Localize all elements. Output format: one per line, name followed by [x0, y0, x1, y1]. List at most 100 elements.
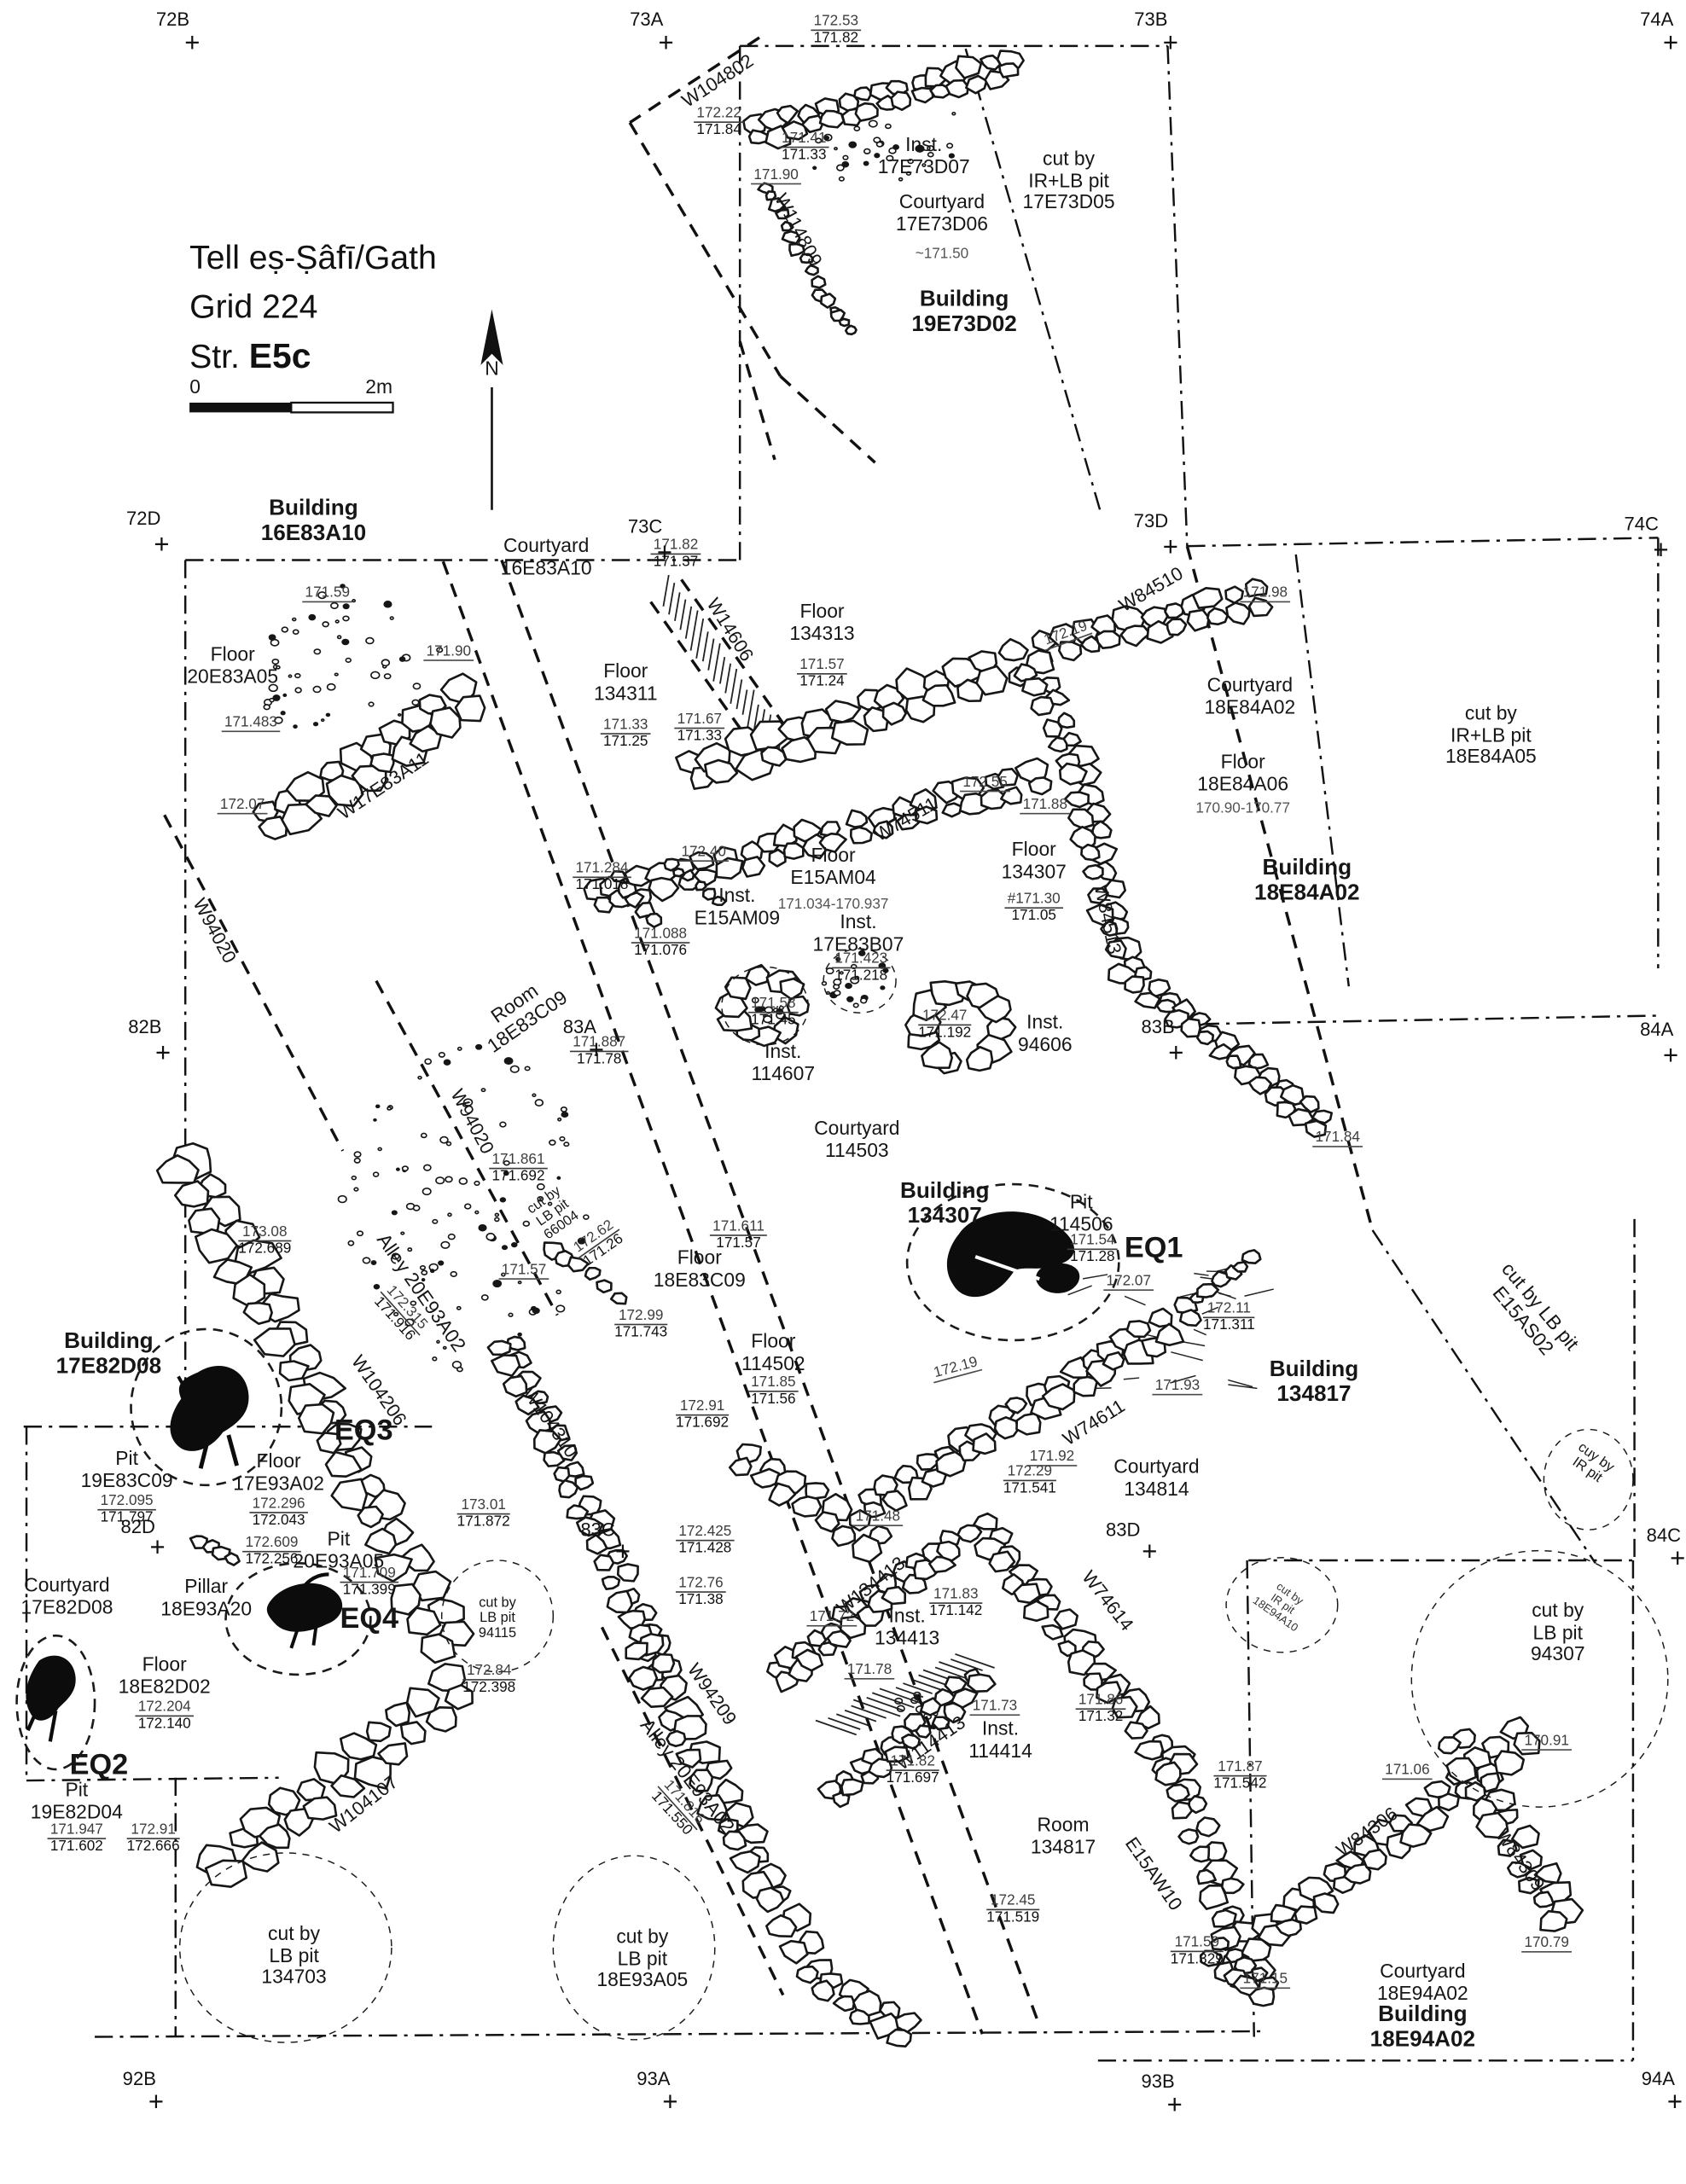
stratum-prefix: Str. [189, 338, 249, 376]
grid-title: Grid 224 [189, 288, 318, 327]
title-block: Tell eṣ-Ṣâfī/Gath Grid 224 Str. E5c [189, 240, 437, 378]
grid-cross-72b: + [184, 29, 201, 59]
plan-label-0: 0 [189, 375, 201, 398]
grid-corner-label-74a: 74A [1640, 9, 1674, 31]
plan-label-pit-19e82d04: Pit 19E82D04 [30, 1778, 123, 1823]
plan-label-171-90: 171.90 [751, 166, 802, 185]
plan-label-room-18e83c09: Room 18E83C09 [482, 979, 572, 1057]
grid-corner-label-84a: 84A [1640, 1019, 1674, 1041]
plan-label-w74614: W74614 [1078, 1566, 1138, 1635]
plan-label-pit-20e93a05: Pit 20E93A05 [293, 1527, 385, 1572]
plan-label-171-15: 171.15 [1240, 1971, 1291, 1989]
grid-corner-label-93a: 93A [637, 2068, 671, 2089]
grid-cross-73a: + [658, 29, 674, 59]
plan-label-172-19: 172.19 [929, 1352, 983, 1384]
plan-label-building-18e94a02: Building 18E94A02 [1369, 2002, 1476, 2053]
plan-label-cut-by-ir-lb-pit-17e73d05: cut by IR+LB pit 17E73D05 [1022, 147, 1115, 213]
plan-label-floor-18e83c09: Floor 18E83C09 [653, 1246, 746, 1291]
grid-corner-label-82b: 82B [128, 1016, 162, 1037]
plan-label-floor-134313: Floor 134313 [789, 599, 855, 644]
plan-label-172-40: 172.40 [678, 844, 730, 863]
plan-label-171-57: 171.57 [498, 1262, 549, 1281]
plan-label-cut-by-lb-pit-66004: cut by LB pit 66004 [524, 1183, 583, 1244]
grid-corner-label-83a: 83A [562, 1016, 596, 1037]
plan-label-courtyard-134814: Courtyard 134814 [1113, 1455, 1200, 1500]
plan-label-w84306: W84306 [1332, 1803, 1402, 1862]
plan-label-courtyard-17e82d08: Courtyard 17E82D08 [20, 1573, 113, 1618]
plan-label-n: N [485, 357, 499, 380]
plan-label-building-134817: Building 134817 [1269, 1357, 1359, 1408]
grid-cross-92b: + [148, 2088, 164, 2118]
plan-label-171-483: 171.483 [221, 714, 281, 733]
site-title: Tell eṣ-Ṣâfī/Gath [189, 239, 437, 277]
plan-label-171-90: 171.90 [423, 643, 474, 661]
plan-label-170-79: 170.79 [1521, 1934, 1573, 1953]
plan-label-inst-134413: Inst. 134413 [874, 1604, 940, 1648]
grid-corner-label-94a: 94A [1641, 2068, 1675, 2089]
plan-label-courtyard-18e84a02: Courtyard 18E84A02 [1204, 673, 1296, 718]
plan-label-inst-17e83b07: Inst. 17E83B07 [812, 909, 904, 955]
plan-label-building-19e73d02: Building 19E73D02 [911, 288, 1017, 338]
grid-cross-94a: + [1666, 2088, 1683, 2118]
plan-label-171-06: 171.06 [1381, 1762, 1433, 1780]
plan-label-w104802: W104802 [677, 49, 758, 112]
stratum-id: E5c [248, 337, 311, 376]
grid-cross-82d: + [149, 1533, 166, 1564]
grid-corner-label-74c: 74C [1624, 513, 1659, 535]
plan-label-w104107: W104107 [325, 1771, 402, 1838]
plan-label-w14606: W14606 [702, 594, 758, 665]
grid-cross-74c: + [1653, 536, 1669, 566]
grid-corner-label-93b: 93B [1141, 2071, 1175, 2093]
plan-label-170-90-170-77: 170.90-170.77 [1195, 799, 1290, 817]
plan-label-building-18e84a02: Building 18E84A02 [1254, 856, 1360, 906]
plan-label-171-50: ~171.50 [915, 245, 969, 263]
grid-corner-label-73d: 73D [1133, 510, 1169, 532]
plan-label-w74611: W74611 [1059, 1395, 1129, 1449]
plan-label-room-134817: Room 134817 [1030, 1813, 1096, 1857]
grid-corner-label-72d: 72D [125, 508, 161, 529]
plan-label-e15aw10: E15AW10 [1120, 1833, 1187, 1914]
plan-label-171-88: 171.88 [1020, 796, 1071, 815]
plan-label-inst-17e73d07: Inst. 17E73D07 [877, 132, 970, 177]
plan-label-floor-18e84a06: Floor 18E84A06 [1197, 750, 1289, 794]
plan-label-171-98: 171.98 [1240, 584, 1291, 603]
plan-label-floor-18e82d02: Floor 18E82D02 [118, 1653, 211, 1698]
plan-label-inst-114414: Inst. 114414 [968, 1716, 1032, 1762]
plan-label-171-59: 171.59 [302, 584, 353, 603]
grid-cross-73d: + [1162, 533, 1178, 563]
plan-label-cut-by-lb-pit-94307: cut by LB pit 94307 [1530, 1598, 1585, 1665]
grid-corner-label-72b: 72B [155, 9, 190, 31]
grid-cross-93b: + [1166, 2091, 1183, 2121]
plan-label-inst-114607: Inst. 114607 [751, 1039, 816, 1084]
grid-cross-84a: + [1662, 1042, 1679, 1072]
plan-label-floor-114502: Floor 114502 [741, 1329, 805, 1374]
plan-label-building-134307: Building 134307 [899, 1179, 990, 1229]
plan-label-cut-by-lb-pit-134703: cut by LB pit 134703 [261, 1921, 327, 1989]
grid-cross-82b: + [154, 1039, 172, 1069]
plan-label-floor-e15am04: Floor E15AM04 [790, 843, 876, 888]
grid-cross-73c: + [656, 538, 673, 569]
